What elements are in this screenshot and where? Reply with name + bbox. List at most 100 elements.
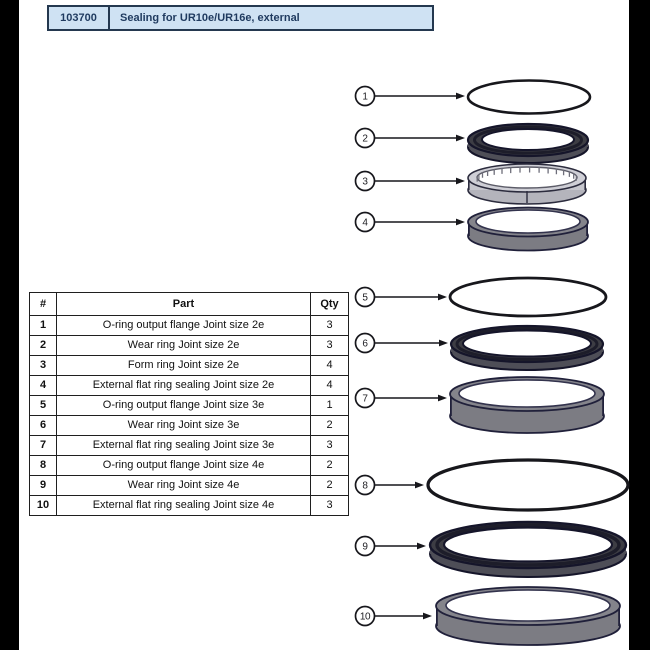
ring-groove	[473, 125, 583, 155]
callout-4: 4	[354, 211, 465, 233]
o-ring-outline	[426, 458, 630, 512]
ring-hole	[462, 329, 592, 358]
callout-circle	[354, 286, 376, 308]
ring-10-flat-sealing-ring-drawing	[435, 586, 621, 646]
ring-top-face	[467, 163, 587, 193]
ring-3-form-ring-drawing	[467, 163, 587, 205]
part-name-cell: External flat ring sealing Joint size 2e	[56, 375, 311, 396]
table-row: 7 External flat ring sealing Joint size …	[29, 435, 349, 456]
ring-bottom	[435, 606, 621, 646]
callout-arrow-head	[456, 92, 465, 100]
part-name-cell: O-ring output flange Joint size 2e	[56, 315, 311, 336]
ring-bottom	[467, 130, 589, 164]
callout-circle	[354, 474, 376, 496]
table-row: 4 External flat ring sealing Joint size …	[29, 375, 349, 396]
callout-arrow-head	[423, 612, 432, 620]
col-header-part: Part	[56, 292, 311, 316]
callout-number: 4	[362, 218, 368, 229]
part-name-cell: O-ring output flange Joint size 3e	[56, 395, 311, 416]
part-name-cell: Wear ring Joint size 4e	[56, 475, 311, 496]
table-row: 5 O-ring output flange Joint size 3e 1	[29, 395, 349, 416]
row-num-cell: 4	[29, 375, 57, 396]
callout-circle	[354, 535, 376, 557]
callout-number: 6	[362, 339, 368, 350]
ring-hole	[476, 166, 578, 189]
callout-arrow-head	[456, 134, 465, 142]
left-black-band	[0, 0, 19, 650]
col-header-num: #	[29, 292, 57, 316]
callout-arrow-head	[415, 481, 424, 489]
callout-circle	[354, 85, 376, 107]
callout-5: 5	[354, 286, 447, 308]
qty-cell: 2	[310, 415, 349, 436]
parts-table-header: # Part Qty	[29, 292, 349, 316]
ring-side	[451, 344, 603, 352]
part-name-cell: Wear ring Joint size 3e	[56, 415, 311, 436]
callout-number: 2	[362, 134, 368, 145]
ring-8-o-ring-drawing	[426, 458, 630, 512]
callout-circle	[354, 127, 376, 149]
ring-5-o-ring-drawing	[448, 276, 608, 318]
ring-teeth	[476, 166, 577, 182]
callout-arrow-head	[456, 177, 465, 185]
table-row: 3 Form ring Joint size 2e 4	[29, 355, 349, 376]
ring-side	[468, 222, 588, 236]
callout-circle	[354, 605, 376, 627]
qty-cell: 4	[310, 375, 349, 396]
callout-9: 9	[354, 535, 426, 557]
qty-cell: 3	[310, 495, 349, 516]
o-ring-outline	[448, 276, 608, 318]
ring-6-wear-ring-drawing	[449, 324, 605, 371]
callout-10: 10	[354, 605, 432, 627]
ring-top-face	[449, 324, 605, 364]
qty-cell: 2	[310, 455, 349, 476]
ring-hole	[445, 589, 611, 622]
callout-number: 5	[362, 293, 368, 304]
ring-bottom	[450, 333, 604, 371]
ring-1-o-ring-drawing	[466, 79, 592, 115]
table-row: 8 O-ring output flange Joint size 4e 2	[29, 455, 349, 476]
callout-8: 8	[354, 474, 424, 496]
col-header-qty: Qty	[310, 292, 349, 316]
row-num-cell: 7	[29, 435, 57, 456]
callout-circle	[354, 211, 376, 233]
callout-circle	[354, 332, 376, 354]
row-num-cell: 3	[29, 355, 57, 376]
part-name-cell: External flat ring sealing Joint size 4e	[56, 495, 311, 516]
table-row: 2 Wear ring Joint size 2e 3	[29, 335, 349, 356]
callout-number: 1	[362, 92, 368, 103]
ring-hole	[475, 209, 581, 234]
callout-3: 3	[354, 170, 465, 192]
ring-2-wear-ring-drawing	[466, 122, 590, 164]
callout-arrow-head	[438, 394, 447, 402]
ring-4-flat-sealing-ring-drawing	[467, 206, 589, 252]
ring-bottom	[467, 175, 587, 205]
ring-side	[430, 545, 626, 554]
ring-groove	[455, 327, 599, 361]
part-name-cell: Form ring Joint size 2e	[56, 355, 311, 376]
ring-hole	[442, 526, 614, 563]
ring-top-face	[435, 586, 621, 626]
callout-circle	[354, 387, 376, 409]
row-num-cell: 5	[29, 395, 57, 416]
row-num-cell: 9	[29, 475, 57, 496]
qty-cell: 2	[310, 475, 349, 496]
qty-cell: 3	[310, 335, 349, 356]
callout-circle	[354, 170, 376, 192]
ring-top-face	[466, 122, 590, 158]
ring-side	[436, 606, 620, 626]
ring-side	[468, 178, 586, 190]
callout-number: 10	[360, 612, 371, 623]
table-row: 10 External flat ring sealing Joint size…	[29, 495, 349, 516]
row-num-cell: 8	[29, 455, 57, 476]
ring-bottom	[429, 530, 627, 578]
ring-top-face	[467, 206, 589, 238]
callout-6: 6	[354, 332, 448, 354]
qty-cell: 3	[310, 435, 349, 456]
table-row: 9 Wear ring Joint size 4e 2	[29, 475, 349, 496]
table-row: 1 O-ring output flange Joint size 2e 3	[29, 315, 349, 336]
part-number-cell: 103700	[49, 7, 110, 29]
callout-arrow-head	[417, 542, 426, 550]
callout-7: 7	[354, 387, 447, 409]
